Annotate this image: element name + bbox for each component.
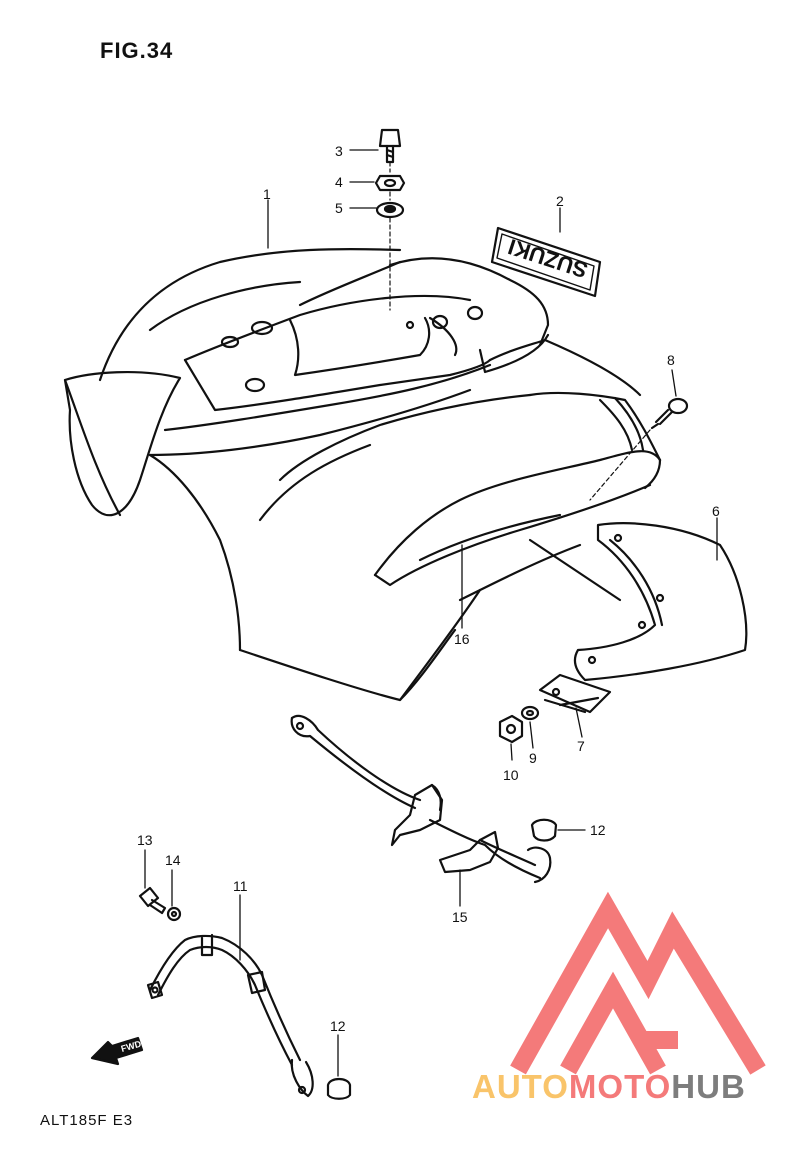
callout-1: 1 (263, 186, 271, 202)
callout-6: 6 (712, 503, 720, 519)
nut-14 (166, 906, 182, 922)
nut-4 (374, 174, 406, 192)
callout-4: 4 (335, 174, 343, 190)
flap-bracket (538, 673, 612, 714)
callout-14: 14 (165, 852, 181, 868)
watermark-text: AUTOMOTOHUB (472, 1068, 746, 1106)
callout-15: 15 (452, 909, 468, 925)
watermark-auto: AUTO (472, 1068, 569, 1105)
cap-12-lower (326, 1077, 352, 1100)
callout-7: 7 (577, 738, 585, 754)
rear-fender (63, 247, 662, 702)
cap-12-upper (530, 818, 558, 842)
fwd-arrow: FWD (90, 1036, 144, 1066)
leader-lines (144, 149, 718, 1077)
fender-brace-11 (146, 933, 314, 1098)
bolt-3 (378, 128, 402, 164)
callout-12-lower: 12 (330, 1018, 346, 1034)
callout-9: 9 (529, 750, 537, 766)
model-code: ALT185F E3 (40, 1112, 134, 1129)
callout-16: 16 (454, 631, 470, 647)
assembly-line (589, 429, 651, 501)
watermark-moto: MOTO (568, 1068, 672, 1105)
callout-12-upper: 12 (590, 822, 606, 838)
washer-9 (520, 705, 540, 721)
callout-13: 13 (137, 832, 153, 848)
fender-brace-15 (290, 714, 552, 884)
callout-2: 2 (556, 193, 564, 209)
callout-8: 8 (667, 352, 675, 368)
watermark-logo-icon (510, 891, 766, 1075)
suzuki-decal: SUZUKI (490, 226, 602, 298)
washer-5 (375, 201, 405, 219)
callout-10: 10 (503, 767, 519, 783)
mud-flap (573, 522, 748, 682)
nut-10 (498, 714, 524, 744)
callout-5: 5 (335, 200, 343, 216)
bolt-13 (138, 886, 167, 915)
callout-11: 11 (233, 878, 248, 894)
screw-8 (650, 397, 689, 430)
figure-title: FIG.34 (100, 38, 174, 63)
callout-3: 3 (335, 143, 343, 159)
watermark-hub: HUB (671, 1068, 746, 1105)
